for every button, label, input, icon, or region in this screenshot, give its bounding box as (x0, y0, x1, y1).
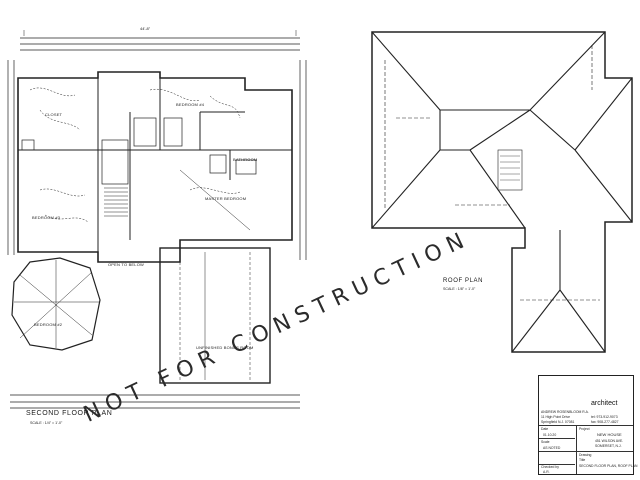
firm-name: architect (591, 400, 618, 407)
roof-plan-drawing (371, 31, 633, 353)
project-address-1: 451 WILSON AVE. (595, 439, 624, 443)
date-value: 01.10.20 (543, 433, 557, 437)
second-floor-plan-drawing (7, 30, 307, 409)
firm-address-1: 11 High Point Drive (541, 415, 570, 419)
date-label: Date (541, 427, 549, 431)
project-address-2: SOMERSET, N.J. (595, 444, 622, 448)
room-label-bedroom-3: BEDROOM #3 (32, 215, 61, 220)
scale-label: Scale (541, 440, 550, 444)
firm-tel: tel: 973-912-9073 (591, 415, 618, 419)
drawing-title-value: SECOND FLOOR PLAN, ROOF PLAN (579, 464, 638, 468)
roof-plan-scale: SCALE : 1/8" = 1'-0" (443, 287, 476, 291)
firm-fax: fax: 908-277-4827 (591, 420, 619, 424)
room-label-unfinished-bonus: UNFINISHED BONUS ROOM (196, 345, 254, 350)
project-label: Project (579, 427, 590, 431)
roof-plan-title: ROOF PLAN (443, 278, 484, 284)
firm-address-2: Springfield N.J. 07081 (541, 420, 575, 424)
second-floor-plan-title: SECOND FLOOR PLAN (26, 410, 113, 417)
room-label-bathroom: BATHROOM (233, 157, 258, 162)
room-label-master-bedroom: MASTER BEDROOM (205, 196, 247, 201)
project-value: NEW HOUSE (597, 432, 622, 437)
scale-value: AS NOTED (543, 446, 561, 450)
drawing-title-label: Title (579, 458, 586, 462)
room-label-open-to-below: OPEN TO BELOW (108, 262, 145, 267)
drawing-label: Drawing (579, 453, 592, 457)
second-floor-overall-dimension: 44'-8" (140, 26, 151, 31)
title-block: architect ANDREW ROSENBLOOM R.A. 11 High… (538, 375, 638, 475)
room-label-closet: CLOSET (45, 112, 63, 117)
checked-value: A.R. (543, 470, 550, 474)
checked-label: Checked by (541, 465, 559, 469)
firm-line: ANDREW ROSENBLOOM R.A. (541, 410, 589, 414)
second-floor-plan-scale: SCALE : 1/4" = 1'-0" (30, 421, 63, 425)
room-label-bedroom-2: BEDROOM #2 (34, 322, 63, 327)
room-label-bedroom-4: BEDROOM #4 (176, 102, 205, 107)
